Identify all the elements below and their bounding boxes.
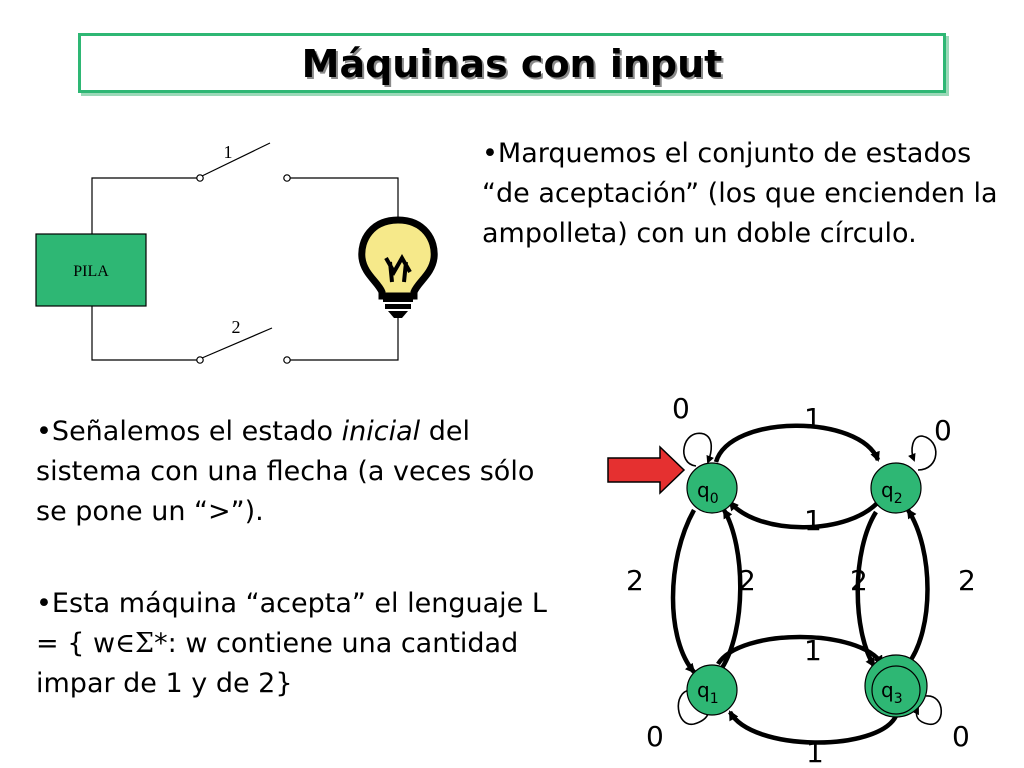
edge-q0-q2-top bbox=[713, 423, 881, 463]
p2-italic: inicial bbox=[341, 416, 421, 447]
paragraph-initial-state: •Señalemos el estado inicial del sistema… bbox=[36, 412, 556, 532]
label-right-outer: 2 bbox=[958, 564, 976, 597]
edge-q0-q1-outer bbox=[670, 508, 696, 674]
edge-q2-q3-inner bbox=[855, 510, 878, 668]
state-q0-label: q0 bbox=[697, 478, 719, 507]
label-loop-q2: 0 bbox=[934, 414, 952, 447]
p2-text-b: del sistema con una flecha (a veces sólo… bbox=[36, 416, 535, 527]
label-loop-q0: 0 bbox=[672, 392, 690, 425]
edge-q3-q2-outer bbox=[906, 508, 930, 666]
label-left-inner: 2 bbox=[738, 564, 756, 597]
p3-symbol: ∈Σ bbox=[115, 628, 155, 659]
start-arrow bbox=[607, 445, 686, 495]
p2-text-a: •Señalemos el estado bbox=[36, 416, 342, 447]
loop-q0 bbox=[683, 432, 714, 467]
state-q2 bbox=[870, 462, 922, 514]
label-q3-q1-bottom: 1 bbox=[806, 736, 824, 768]
edge-q1-q0-inner bbox=[720, 508, 743, 670]
paragraph-language: •Esta máquina “acepta” el lenguaje L = {… bbox=[36, 584, 556, 704]
label-loop-q1: 0 bbox=[646, 720, 664, 753]
label-q0-q2-top: 1 bbox=[804, 402, 822, 435]
state-q0 bbox=[686, 462, 738, 514]
edge-q3-q1-bottom bbox=[728, 710, 899, 745]
page-title: Máquinas con input bbox=[301, 42, 723, 86]
p3-text-a: •Esta máquina “acepta” el lenguaje L = {… bbox=[36, 588, 547, 659]
label-right-inner: 2 bbox=[850, 564, 868, 597]
loop-q2 bbox=[908, 435, 937, 471]
edge-q2-q0-inner bbox=[728, 498, 882, 530]
label-loop-q3: 0 bbox=[952, 720, 970, 753]
label-q1-q3-inner: 1 bbox=[804, 634, 822, 667]
title-box: Máquinas con input bbox=[78, 33, 946, 93]
label-left-outer: 2 bbox=[626, 564, 644, 597]
state-q3-inner bbox=[871, 665, 921, 715]
paragraph-acceptance: •Marquemos el conjunto de estados “de ac… bbox=[482, 138, 998, 249]
state-q1 bbox=[686, 664, 738, 716]
label-q2-q0-inner: 1 bbox=[804, 504, 822, 537]
loop-q3 bbox=[911, 695, 942, 725]
edge-q1-q3-inner bbox=[716, 634, 884, 666]
state-q2-label: q2 bbox=[881, 478, 903, 507]
state-q1-label: q1 bbox=[697, 678, 719, 707]
p3-text-b: *: w contiene una cantidad impar de 1 y … bbox=[36, 628, 519, 699]
state-q3-label: q3 bbox=[881, 678, 903, 707]
